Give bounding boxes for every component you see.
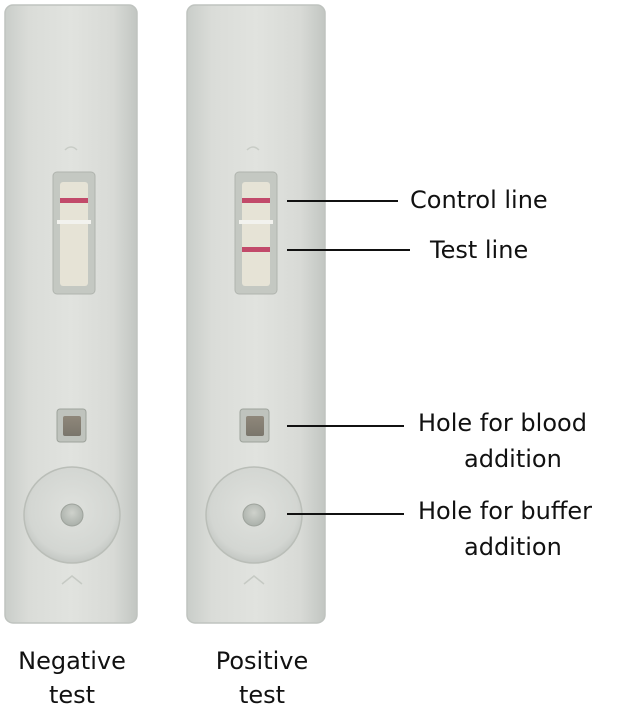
- buffer-hole: [242, 503, 266, 527]
- control-line-label: Control line: [410, 186, 548, 214]
- buffer-well: [23, 466, 121, 564]
- buffer-hole-label-line-2: addition: [464, 533, 562, 561]
- control-line: [60, 198, 88, 203]
- buffer-hole-label-line-1: Hole for buffer: [418, 497, 593, 525]
- negative-caption-line-2: test: [48, 681, 96, 709]
- positive-caption-line-1: Positive: [215, 647, 309, 675]
- negative-caption-line-1: Negative: [18, 647, 126, 675]
- blood-hole-label: Hole for blood addition: [418, 405, 587, 477]
- result-window: [52, 171, 96, 295]
- blood-hole-label-line-1: Hole for blood: [418, 409, 587, 437]
- buffer-hole-label: Hole for buffer addition: [418, 493, 592, 565]
- cassette-body: [4, 4, 138, 624]
- buffer-hole: [60, 503, 84, 527]
- positive-caption-line-2: test: [238, 681, 286, 709]
- test-line: [242, 247, 270, 252]
- cassette-body: [186, 4, 326, 624]
- blood-hole: [56, 408, 87, 443]
- blood-hole-label-line-2: addition: [464, 445, 562, 473]
- positive-cassette: [186, 4, 326, 624]
- result-window: [234, 171, 278, 295]
- positive-test-caption: Positive test: [182, 644, 342, 712]
- negative-cassette: [4, 4, 138, 624]
- negative-test-caption: Negative test: [0, 644, 144, 712]
- blood-hole: [239, 408, 270, 443]
- test-line-label: Test line: [430, 236, 529, 264]
- control-line: [242, 198, 270, 203]
